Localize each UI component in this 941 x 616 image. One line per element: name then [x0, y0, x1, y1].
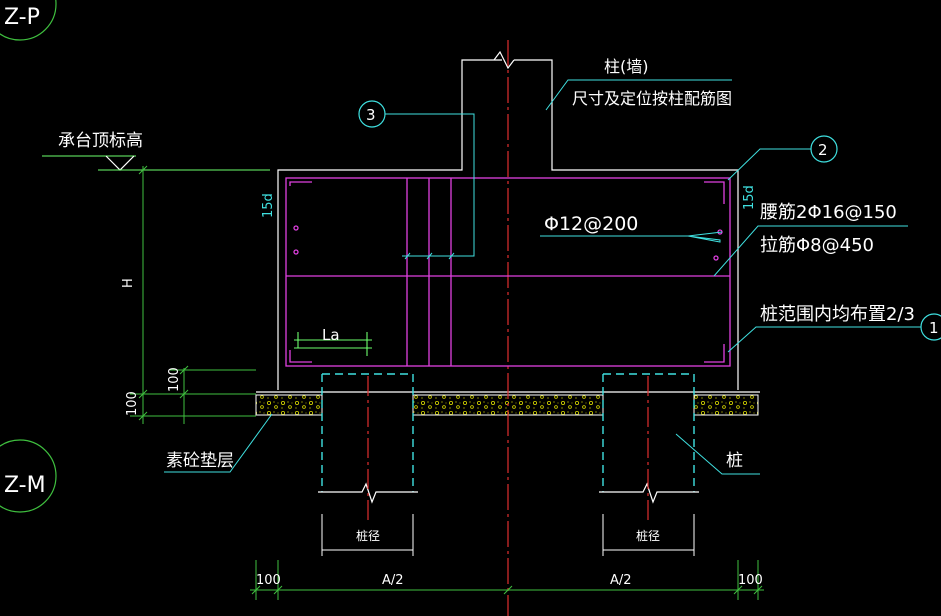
dim-100-lower: 100 [125, 391, 140, 416]
section-callout-zp: Z-P [0, 0, 57, 41]
tie-bar-label: 拉筋Φ8@450 [760, 235, 874, 256]
top-bar-label: Φ12@200 [544, 213, 638, 235]
cushion-label: 素砼垫层 [166, 451, 234, 471]
dim-100-upper: 100 [167, 367, 182, 392]
pile-label: 桩 [726, 451, 743, 471]
dim-left-100: 100 [256, 573, 281, 588]
callout-3-label: 3 [366, 106, 376, 124]
section-label-zm: Z-M [4, 473, 46, 498]
rebar-cage [285, 177, 731, 367]
pile-dia-right-label: 桩径 [636, 528, 660, 543]
pile-right [602, 373, 695, 492]
cushion-layer [255, 394, 759, 416]
callout-1: 1 [727, 313, 941, 353]
top-bar-leader [540, 231, 723, 243]
pile-dia-dimensions [321, 514, 695, 556]
callout-2-label: 2 [818, 141, 828, 159]
pile-dia-left-label: 桩径 [356, 528, 380, 543]
cap-top-elevation-label: 承台顶标高 [58, 131, 143, 151]
la-anchor-marker [294, 332, 372, 356]
column-note-label: 尺寸及定位按柱配筋图 [572, 89, 732, 108]
vertical-dimension [130, 165, 256, 424]
height-h-label: H [121, 278, 136, 288]
section-label-zp: Z-P [4, 5, 40, 30]
pile-zone-note: 桩范围内均布置2/3 [760, 304, 915, 325]
waist-bar-leader [713, 225, 908, 277]
dim-a2-left: A/2 [382, 573, 404, 588]
column-wall-label: 柱(墙) [604, 57, 649, 76]
centerlines [367, 40, 649, 616]
bottom-dimension-chain [250, 560, 764, 600]
section-callout-zm: Z-M [0, 439, 57, 513]
pile-leader [675, 433, 760, 475]
anchor-15d-right: 15d [742, 185, 757, 210]
anchor-15d-left: 15d [261, 193, 276, 218]
dim-a2-right: A/2 [610, 573, 632, 588]
la-label: La [322, 326, 340, 344]
dim-right-100: 100 [738, 573, 763, 588]
callout-3: 3 [358, 100, 475, 260]
pile-left [321, 373, 414, 492]
cushion-leader [164, 413, 273, 473]
waist-bar-label: 腰筋2Φ16@150 [760, 202, 897, 223]
pile-break-lines [318, 482, 699, 504]
column-note-leader [545, 79, 732, 111]
callout-2: 2 [727, 135, 838, 181]
cap-top-elevation-marker [42, 155, 270, 171]
callout-1-label: 1 [929, 319, 939, 337]
column-outline [277, 50, 739, 390]
